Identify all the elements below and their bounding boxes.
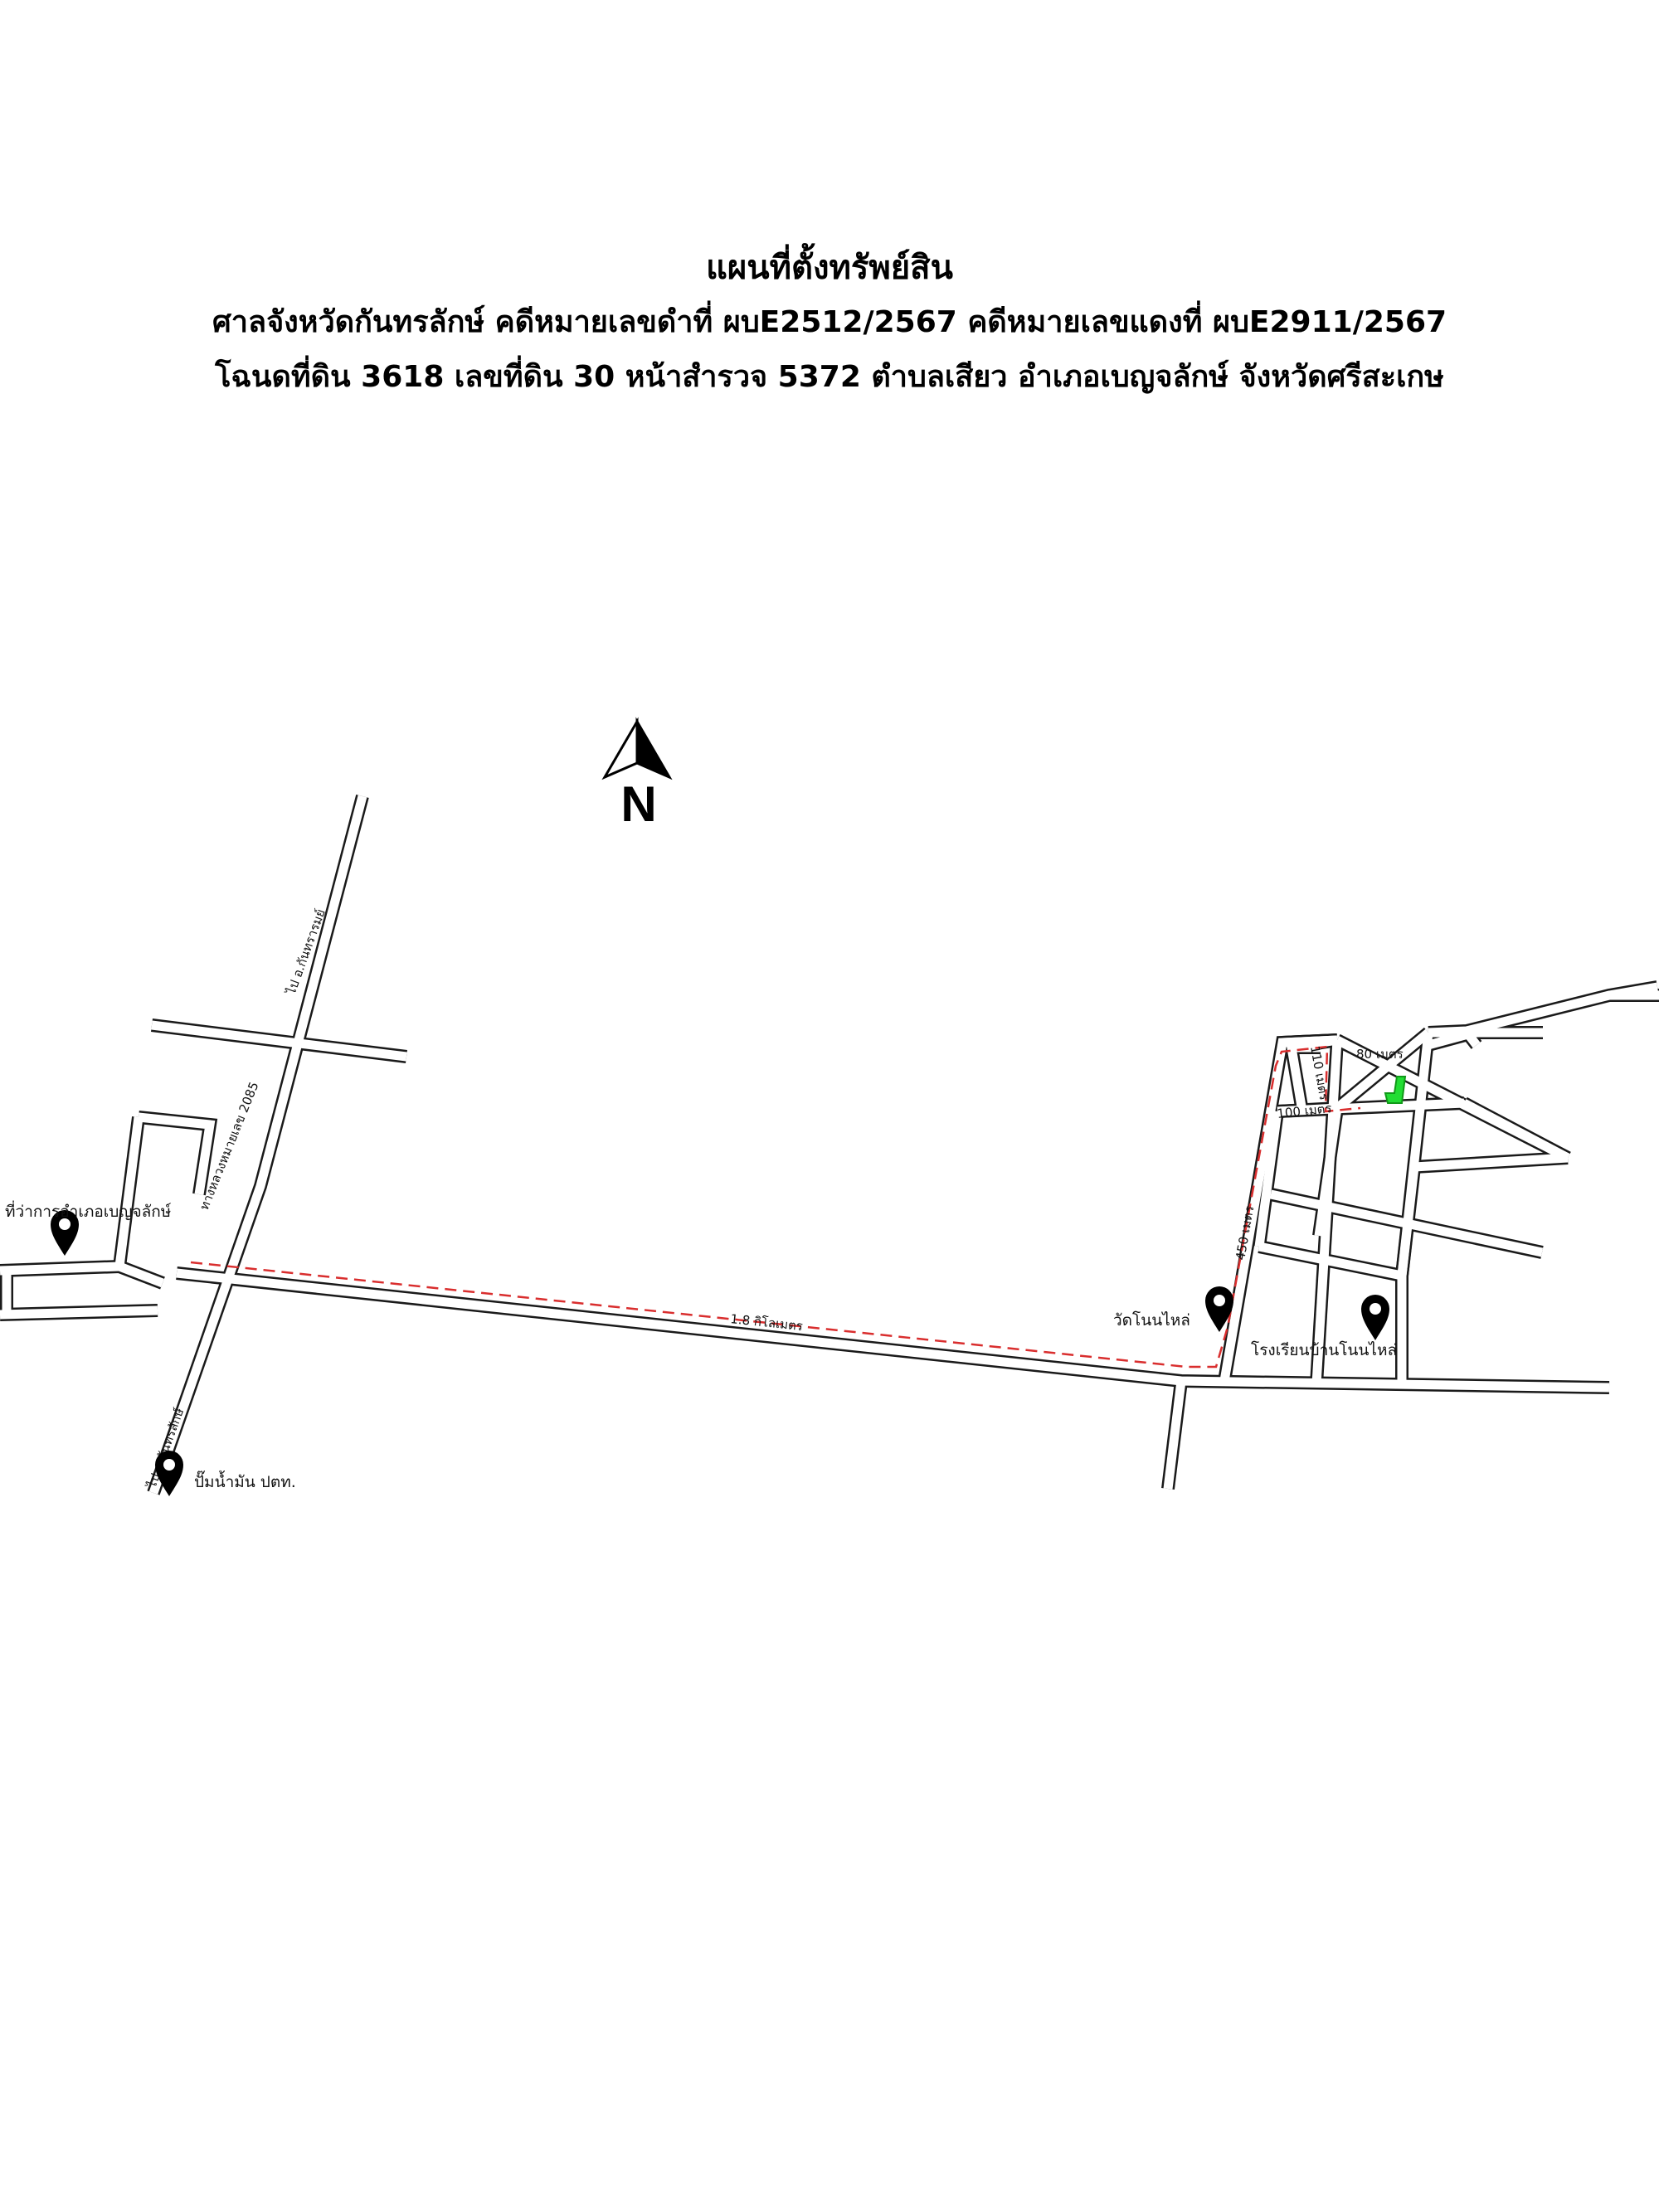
route-line [190,1045,1361,1369]
land-deed-line: โฉนดที่ดิน 3618 เลขที่ดิน 30 หน้าสำรวจ 5… [215,360,1444,394]
distance-100-label: 100 เมตร [1277,1101,1333,1121]
map-pin-icon [155,1451,183,1496]
gas-station-label: ปั๊มน้ำมัน ปตท. [194,1471,296,1491]
map-pin-icon [51,1210,79,1256]
district-office-label: ที่ว่าการอำเภอเบญจลักษ์ [5,1200,172,1221]
court-case-line: ศาลจังหวัดกันทรลักษ์ คดีหมายเลขดำที่ ผบE… [212,305,1447,339]
title-block: แผนที่ตั้งทรัพย์สิน ศาลจังหวัดกันทรลักษ์… [0,241,1659,405]
road-network [0,794,1659,1495]
page-title: แผนที่ตั้งทรัพย์สิน [706,249,953,287]
temple-marker: วัดโนนไหล่ [1113,1286,1233,1332]
school-marker: โรงเรียนบ้านโนนไหล่ [1251,1295,1397,1359]
gas-station-marker: ปั๊มน้ำมัน ปตท. [155,1451,296,1496]
district-office-marker: ที่ว่าการอำเภอเบญจลักษ์ [5,1200,172,1256]
map-pin-icon [1361,1295,1389,1340]
north-letter: N [620,776,656,832]
school-label: โรงเรียนบ้านโนนไหล่ [1251,1340,1397,1359]
distance-80-label: 80 เมตร [1356,1047,1404,1062]
north-arrow-icon: N [601,717,673,832]
map-pin-icon [1205,1286,1233,1332]
temple-label: วัดโนนไหล่ [1113,1310,1190,1330]
property-plot [1384,1076,1407,1104]
